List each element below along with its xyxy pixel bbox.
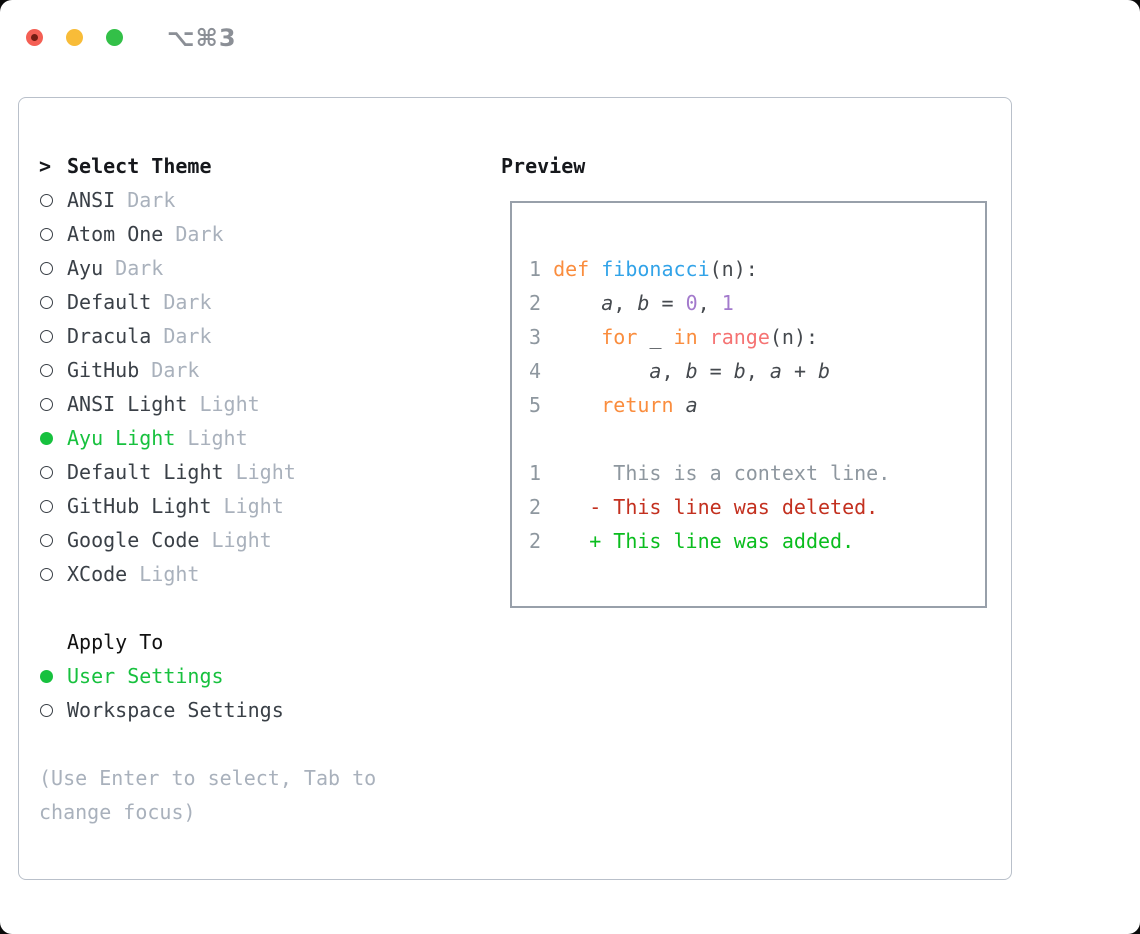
minimize-button[interactable]	[66, 29, 83, 46]
code-line: 2 + This line was added.	[529, 529, 855, 553]
focus-chevron-icon: >	[39, 154, 52, 178]
theme-option-github-light[interactable]: GitHub Light Light	[39, 489, 424, 523]
code-line: 5 return a	[529, 393, 698, 417]
theme-variant: Dark	[151, 324, 212, 348]
theme-option-ayu-light[interactable]: Ayu Light Light	[39, 421, 424, 455]
theme-name: Default	[67, 290, 152, 314]
theme-name: Default Light	[67, 460, 224, 484]
select-theme-header: > Select Theme	[39, 149, 424, 183]
code-line: 1 def fibonacci(n):	[529, 257, 758, 281]
theme-option-github[interactable]: GitHub Dark	[39, 353, 424, 387]
code-line: 4 a, b = b, a + b	[529, 359, 831, 383]
theme-option-dracula[interactable]: Dracula Dark	[39, 319, 424, 353]
theme-option-google-code[interactable]: Google Code Light	[39, 523, 424, 557]
theme-name: ANSI	[67, 188, 116, 212]
radio-icon	[39, 363, 67, 377]
apply-to-header: Apply To	[39, 625, 424, 659]
radio-icon	[39, 567, 67, 581]
radio-icon	[39, 193, 67, 207]
radio-selected-icon	[39, 669, 67, 683]
code-line: 2 a, b = 0, 1	[529, 291, 734, 315]
theme-option-xcode[interactable]: XCode Light	[39, 557, 424, 591]
theme-variant: Dark	[115, 188, 176, 212]
spacer	[39, 591, 424, 625]
radio-icon	[39, 295, 67, 309]
keyboard-shortcut-label: ⌥⌘3	[167, 24, 237, 52]
preview-code-box: 1 def fibonacci(n): 2 a, b = 0, 1 3 for _ …	[510, 201, 987, 608]
help-text: (Use Enter to select, Tab to change focu…	[39, 766, 377, 824]
theme-name: Dracula	[67, 324, 152, 348]
apply-option-label: Workspace Settings	[67, 698, 284, 722]
radio-icon	[39, 533, 67, 547]
theme-name: GitHub Light	[67, 494, 212, 518]
theme-option-default[interactable]: Default Dark	[39, 285, 424, 319]
theme-option-ayu[interactable]: Ayu Dark	[39, 251, 424, 285]
radio-icon	[39, 465, 67, 479]
theme-variant: Dark	[151, 290, 212, 314]
radio-icon	[39, 703, 67, 717]
radio-icon	[39, 227, 67, 241]
theme-name: Atom One	[67, 222, 164, 246]
theme-option-ansi-light[interactable]: ANSI Light Light	[39, 387, 424, 421]
code-line	[529, 422, 985, 456]
select-theme-title: Select Theme	[67, 154, 212, 178]
apply-option-label: User Settings	[67, 664, 224, 688]
radio-selected-icon	[39, 431, 67, 445]
theme-name: Ayu Light	[67, 426, 176, 450]
titlebar: ⌥⌘3	[0, 0, 1140, 76]
theme-name: Ayu	[67, 256, 104, 280]
theme-variant: Light	[127, 562, 200, 586]
preview-column: Preview 1 def fibonacci(n): 2 a, b = 0, 1…	[501, 149, 987, 608]
preview-code: 1 def fibonacci(n): 2 a, b = 0, 1 3 for _ …	[529, 252, 985, 558]
apply-option-user-settings[interactable]: User Settings	[39, 659, 424, 693]
theme-variant: Light	[175, 426, 248, 450]
theme-variant: Dark	[163, 222, 224, 246]
radio-icon	[39, 329, 67, 343]
theme-variant: Dark	[139, 358, 200, 382]
code-line: 1 This is a context line.	[529, 461, 891, 485]
radio-icon	[39, 261, 67, 275]
preview-title: Preview	[501, 154, 586, 178]
radio-icon	[39, 499, 67, 513]
theme-option-ansi[interactable]: ANSI Dark	[39, 183, 424, 217]
apply-to-title: Apply To	[67, 630, 164, 654]
theme-option-default-light[interactable]: Default Light Light	[39, 455, 424, 489]
theme-name: GitHub	[67, 358, 140, 382]
theme-variant: Light	[223, 460, 296, 484]
theme-name: XCode	[67, 562, 128, 586]
apply-option-workspace-settings[interactable]: Workspace Settings	[39, 693, 424, 727]
theme-variant: Light	[199, 528, 272, 552]
theme-name: Google Code	[67, 528, 200, 552]
code-line: 2 - This line was deleted.	[529, 495, 879, 519]
theme-option-atom-one[interactable]: Atom One Dark	[39, 217, 424, 251]
zoom-button[interactable]	[106, 29, 123, 46]
radio-icon	[39, 397, 67, 411]
theme-variant: Dark	[103, 256, 164, 280]
theme-name: ANSI Light	[67, 392, 188, 416]
theme-variant: Light	[187, 392, 260, 416]
theme-variant: Light	[211, 494, 284, 518]
close-button[interactable]	[26, 29, 43, 46]
code-line: 3 for _ in range(n):	[529, 325, 819, 349]
